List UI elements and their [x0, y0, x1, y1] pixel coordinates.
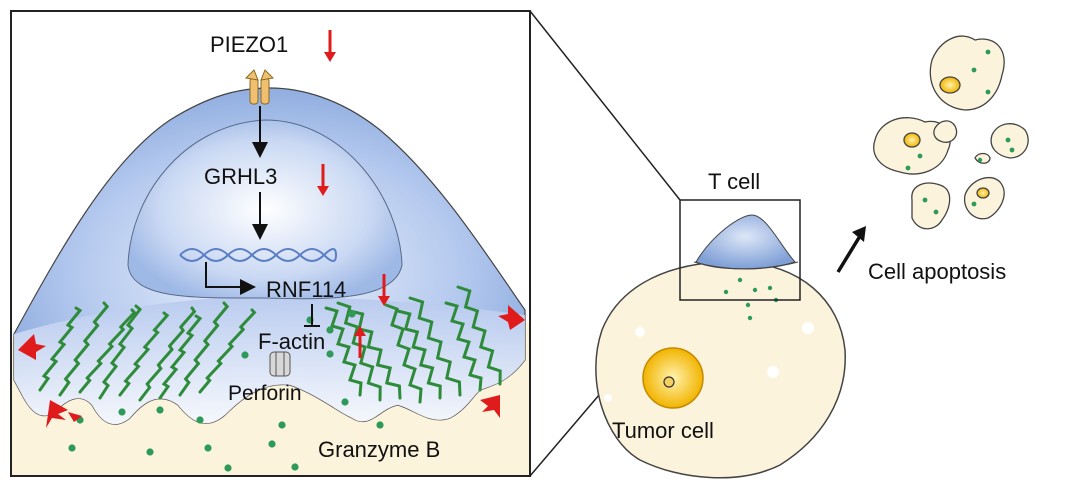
granule — [291, 463, 299, 471]
perforin-label: Perforin — [228, 382, 302, 405]
actin-filament — [444, 301, 483, 392]
small-t-cell — [695, 214, 796, 270]
actin-filament — [118, 311, 170, 397]
t-cell-label: T cell — [708, 169, 760, 194]
actin-filaments — [38, 285, 502, 404]
actin-filament — [324, 306, 363, 397]
small-synapse-edge — [693, 261, 799, 270]
t-cell-zoom-box — [679, 199, 801, 301]
grhl3-label: GRHL3 — [204, 164, 277, 189]
granule — [341, 398, 349, 406]
granule — [348, 310, 356, 318]
apoptosis-label: Cell apoptosis — [868, 259, 1006, 284]
regulation-arrows — [317, 30, 390, 358]
mechanical-force-arrows — [18, 305, 525, 428]
granule — [118, 408, 126, 416]
granule — [326, 350, 334, 358]
actin-filament — [98, 304, 143, 400]
factin-up-arrow-icon — [354, 326, 366, 358]
apoptotic-bodies — [873, 35, 1029, 230]
nucleus — [127, 119, 403, 300]
apoptotic-granules — [905, 49, 1015, 215]
vesicle — [604, 394, 612, 402]
perforin-pore-icon — [269, 351, 291, 377]
tumor-nucleolus — [663, 376, 675, 388]
grhl3-down-arrow-icon — [317, 164, 329, 196]
tumor-cell-body — [595, 261, 846, 479]
actin-filament — [396, 309, 442, 400]
rnf114-label: RNF114 — [266, 277, 346, 302]
actin-filament — [198, 308, 257, 394]
granule — [326, 326, 334, 334]
actin-filament — [336, 301, 382, 402]
actin-filament — [58, 301, 110, 397]
actin-filament — [38, 306, 83, 392]
piezo1-channel-icon — [244, 69, 275, 105]
zoom-frame — [10, 10, 531, 477]
apoptosis-arrow-icon — [836, 226, 866, 273]
granule — [68, 444, 76, 452]
granzyme-label: Granzyme B — [318, 437, 440, 462]
tumor-nucleus — [642, 347, 704, 409]
piezo1-label: PIEZO1 — [210, 32, 288, 57]
rnf114-down-arrow-icon — [378, 274, 390, 306]
dna-helix — [179, 248, 337, 262]
actin-filament — [78, 308, 137, 394]
actin-filament — [384, 303, 423, 404]
piezo1-down-arrow-icon — [324, 30, 336, 62]
vesicle — [767, 366, 779, 378]
granule — [376, 421, 384, 429]
actin-filament — [178, 301, 230, 397]
zoom-panel — [11, 69, 530, 476]
granule — [278, 421, 286, 429]
actin-filament — [456, 285, 502, 386]
granule — [146, 448, 154, 456]
factin-label: F-actin — [258, 329, 325, 354]
vesicle — [802, 322, 814, 334]
vesicle — [635, 327, 645, 337]
actin-filament — [348, 309, 402, 400]
actin-filament — [138, 306, 197, 402]
granule — [241, 351, 249, 359]
granule — [204, 444, 212, 452]
signaling-arrows — [205, 106, 320, 327]
granule — [196, 416, 204, 424]
granule — [224, 464, 232, 472]
actin-filament — [408, 296, 462, 397]
granule — [156, 406, 164, 414]
granule — [268, 440, 276, 448]
tumor-cell-label: Tumor cell — [612, 418, 714, 443]
tumor-cell-overview — [595, 214, 846, 479]
granzyme-granules — [68, 310, 384, 472]
actin-filament — [158, 314, 203, 400]
